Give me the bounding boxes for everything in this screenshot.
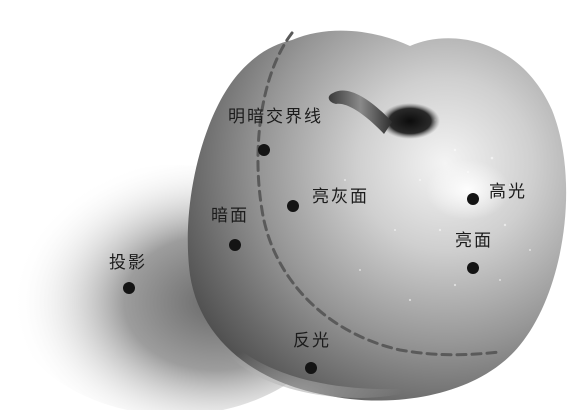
highlight-dot [467,193,479,205]
label-reflected-light: 反光 [293,333,331,350]
terminator-dot [258,144,270,156]
label-highlight: 高光 [489,184,527,201]
light-side-dot [467,262,479,274]
label-cast-shadow: 投影 [109,255,147,272]
halftone-dot [287,200,299,212]
label-light-side: 亮面 [455,233,493,250]
reflected-light-dot [305,362,317,374]
cast-shadow-dot [123,282,135,294]
label-shadow-side: 暗面 [211,208,249,225]
label-terminator: 明暗交界线 [228,109,323,126]
shadow-side-dot [229,239,241,251]
label-halftone: 亮灰面 [312,189,369,206]
